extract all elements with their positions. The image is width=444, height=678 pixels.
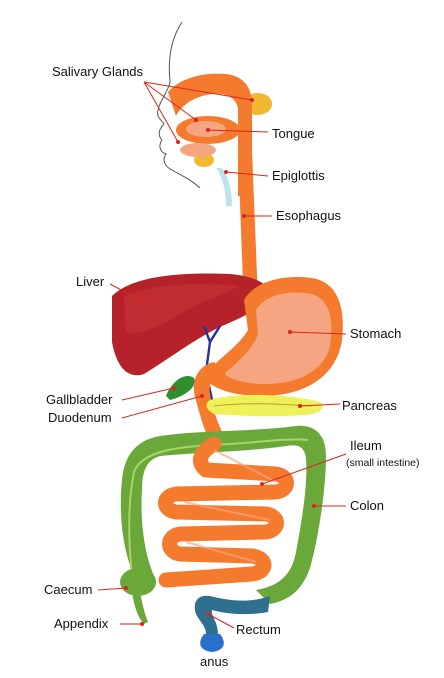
label-tongue: Tongue — [272, 126, 315, 141]
label-ileum: Ileum — [350, 438, 382, 453]
label-rectum: Rectum — [236, 622, 281, 637]
label-anus: anus — [200, 654, 229, 669]
label-caecum: Caecum — [44, 582, 92, 597]
head-outline — [157, 21, 201, 189]
small-intestine-highlight — [183, 449, 277, 563]
label-esophagus: Esophagus — [276, 208, 342, 223]
anus-shape — [200, 634, 224, 652]
label-colon: Colon — [350, 498, 384, 513]
small-intestine — [158, 436, 294, 588]
tongue-highlight — [186, 121, 226, 137]
leader-lines — [97, 81, 347, 629]
label-appendix: Appendix — [54, 616, 109, 631]
label-pancreas: Pancreas — [342, 398, 397, 413]
caecum-shape — [120, 568, 156, 596]
label-gallbladder: Gallbladder — [46, 392, 113, 407]
rectum-shape — [194, 595, 270, 634]
epiglottis-shape — [216, 168, 232, 206]
label-duodenum: Duodenum — [48, 410, 112, 425]
label-stomach: Stomach — [350, 326, 401, 341]
esophagus-tube — [238, 150, 258, 310]
label-epiglottis: Epiglottis — [272, 168, 325, 183]
bile-duct — [196, 325, 222, 401]
label-salivary-glands: Salivary Glands — [52, 64, 144, 79]
lower-mouth — [180, 143, 216, 157]
label-liver: Liver — [76, 274, 105, 289]
colon-highlight — [128, 438, 309, 577]
label-ileum-note: (small intestine) — [346, 457, 420, 469]
stomach-inner — [224, 292, 332, 384]
pancreas-shape — [206, 394, 323, 417]
gallbladder-shape — [166, 376, 195, 400]
appendix-shape — [132, 592, 148, 624]
liver-highlight — [124, 284, 240, 334]
